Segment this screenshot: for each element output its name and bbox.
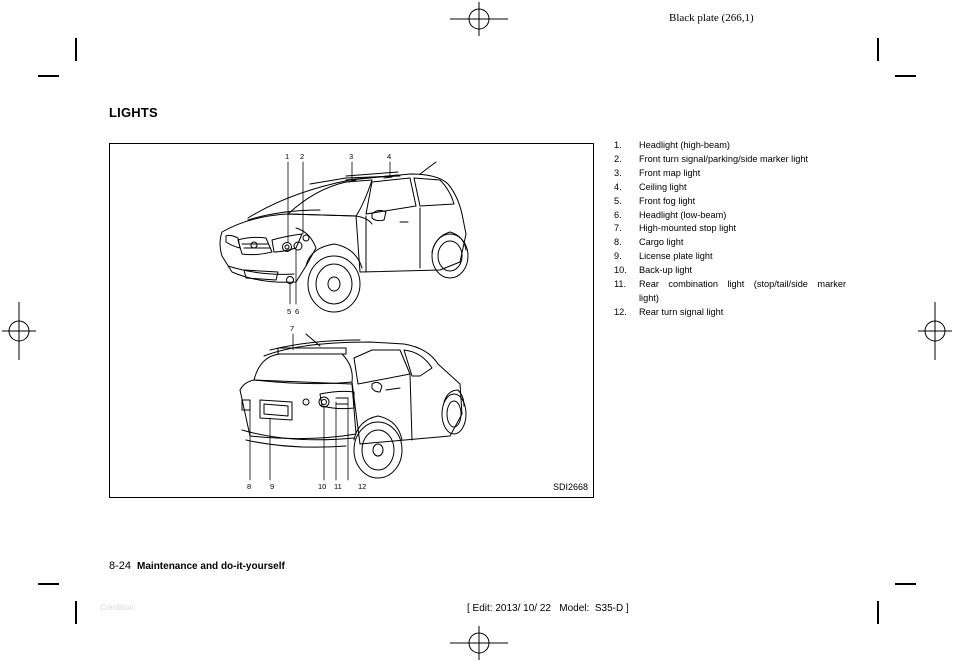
page-footer: 8-24 Maintenance and do-it-yourself	[109, 560, 285, 572]
callout-label-7: 7	[290, 324, 294, 333]
plate-label: Black plate (266,1)	[669, 12, 754, 24]
rear-callout-lines	[249, 333, 349, 481]
crop-mark	[895, 583, 916, 585]
crop-mark	[877, 38, 879, 61]
legend-item: 11.Rear combination light (stop/tail/sid…	[614, 279, 846, 290]
callout-label-11: 11	[334, 482, 342, 491]
registration-mark-top	[450, 2, 508, 36]
rear-car-drawing	[239, 333, 467, 479]
legend-item: 9.License plate light	[614, 251, 713, 262]
legend-item: 3.Front map light	[614, 167, 701, 178]
legend-item: 8.Cargo light	[614, 237, 684, 248]
legend-item: 12.Rear turn signal light	[614, 306, 724, 317]
callout-label-2: 2	[300, 152, 304, 161]
callout-label-1: 1	[285, 152, 289, 161]
edit-info: [ Edit: 2013/ 10/ 22 Model: S35-D ]	[467, 603, 629, 614]
crop-mark	[877, 601, 879, 624]
legend-item: 1.Headlight (high-beam)	[614, 140, 730, 150]
legend-item: 10.Back-up light	[614, 265, 693, 276]
legend-item-continuation: light)	[639, 292, 659, 303]
legend-item: 4.Ceiling light	[614, 181, 687, 192]
crop-mark	[38, 583, 59, 585]
callout-label-12: 12	[358, 482, 366, 491]
legend-item: 2.Front turn signal/parking/side marker …	[614, 153, 809, 164]
vehicle-illustration: 1 2 3 4 5 6 7 8 9 10 11 12	[219, 152, 469, 491]
registration-mark-left	[2, 302, 36, 360]
front-car-drawing	[219, 161, 469, 313]
front-callout-lines	[287, 161, 391, 305]
condition-label: Condition:	[100, 603, 137, 612]
callout-label-9: 9	[270, 482, 274, 491]
page-number: 8-24	[109, 560, 132, 572]
callout-label-4: 4	[387, 152, 391, 161]
crop-mark	[75, 601, 77, 624]
legend-item: 7.High-mounted stop light	[614, 223, 737, 234]
registration-mark-bottom	[450, 626, 508, 660]
legend-item: 6.Headlight (low-beam)	[614, 209, 727, 220]
figure-code: SDI2668	[552, 482, 588, 492]
lights-figure: 1 2 3 4 5 6 7 8 9 10 11 12 SDI2668	[109, 143, 594, 498]
callout-label-8: 8	[247, 482, 251, 491]
section-name: Maintenance and do-it-yourself	[137, 561, 285, 572]
lights-legend: 1.Headlight (high-beam) 2.Front turn sig…	[614, 139, 846, 320]
section-title: LIGHTS	[109, 105, 158, 120]
callout-label-6: 6	[295, 307, 299, 316]
legend-item: 5.Front fog light	[614, 195, 696, 206]
crop-mark	[75, 38, 77, 61]
callout-label-10: 10	[318, 482, 326, 491]
callout-label-5: 5	[287, 307, 291, 316]
callout-label-3: 3	[349, 152, 353, 161]
crop-mark	[38, 75, 59, 77]
registration-mark-right	[918, 302, 952, 360]
crop-mark	[895, 75, 916, 77]
